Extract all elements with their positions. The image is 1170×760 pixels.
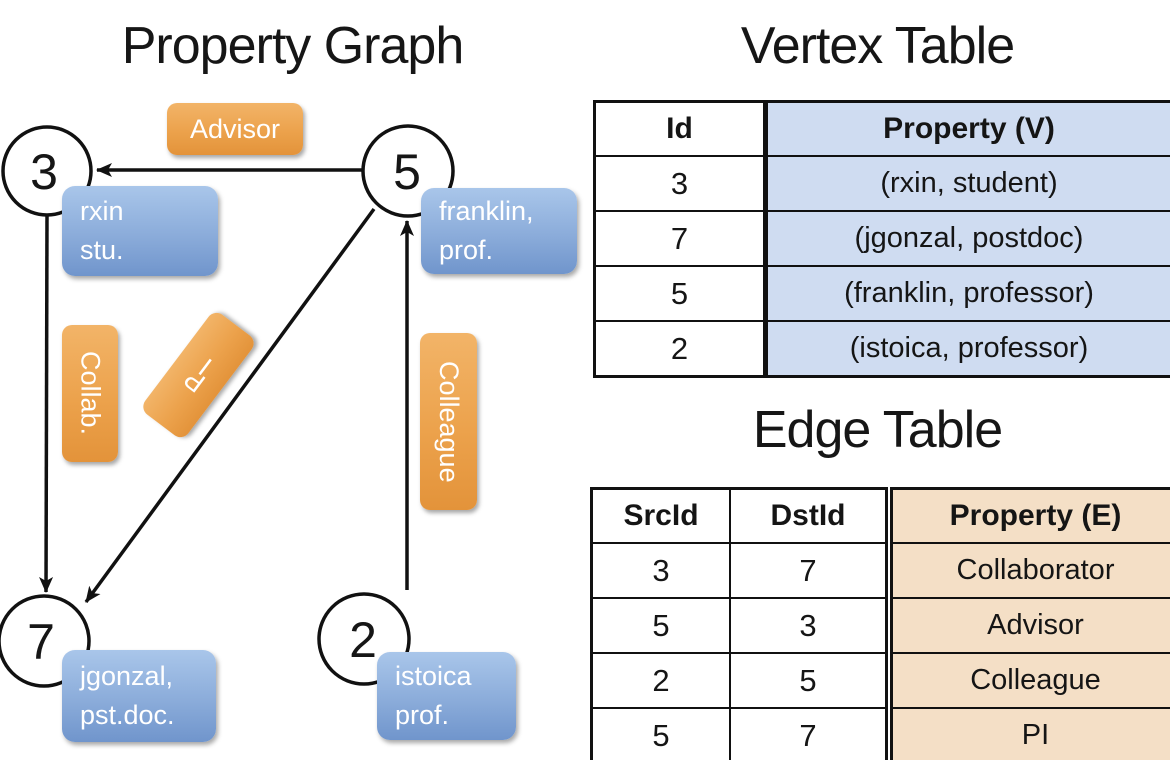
vertex-label-franklin-line2: prof. xyxy=(439,235,494,265)
edge-table-header-dstid: DstId xyxy=(729,490,885,542)
node-id-5: 5 xyxy=(393,144,421,200)
node-id-3: 3 xyxy=(30,144,58,200)
table-row: 5 7 xyxy=(593,707,885,760)
table-row: (rxin, student) xyxy=(768,155,1170,210)
table-cell: 2 xyxy=(652,662,670,698)
vertex-label-jgonzal-text: jgonzal, pst.doc. xyxy=(80,657,175,735)
table-cell: 3 xyxy=(729,599,885,652)
vertex-table-header-id: Id xyxy=(666,112,693,145)
property-graph-title: Property Graph xyxy=(121,17,465,75)
table-row: 5 3 xyxy=(593,597,885,652)
edge-table-header-srcid: SrcId xyxy=(623,499,699,532)
table-row: 2 xyxy=(596,320,763,375)
vertex-label-istoica-text: istoica prof. xyxy=(395,657,472,735)
vertex-label-istoica: istoica prof. xyxy=(377,652,516,740)
table-row: 7 xyxy=(596,210,763,265)
vertex-table-property-column: Property (V) (rxin, student) (jgonzal, p… xyxy=(765,100,1170,378)
vertex-label-jgonzal-line2: pst.doc. xyxy=(80,700,175,730)
vertex-label-franklin-text: franklin, prof. xyxy=(439,192,534,270)
table-row: 3 xyxy=(596,155,763,210)
vertex-table-id-column: Id 3 7 5 2 xyxy=(593,100,766,378)
vertex-label-rxin-line1: rxin xyxy=(80,195,124,226)
table-cell: 5 xyxy=(729,654,885,707)
table-row: 5 xyxy=(596,265,763,320)
vertex-label-rxin: rxin stu. xyxy=(62,186,218,276)
table-row: Advisor xyxy=(893,597,1170,652)
table-cell: 7 xyxy=(729,544,885,597)
node-id-7: 7 xyxy=(27,614,55,670)
table-row: (istoica, professor) xyxy=(768,320,1170,375)
table-cell: 5 xyxy=(652,717,670,753)
table-row: Collaborator xyxy=(893,542,1170,597)
table-row: Colleague xyxy=(893,652,1170,707)
vertex-label-jgonzal: jgonzal, pst.doc. xyxy=(62,650,216,742)
table-cell: 7 xyxy=(729,709,885,760)
vertex-label-rxin-line2: stu. xyxy=(80,235,124,265)
edge-label-collab-text: Collab. xyxy=(75,351,106,436)
edge-table-id-columns: SrcId DstId 3 7 5 3 2 5 5 7 xyxy=(590,487,888,760)
vertex-label-franklin: franklin, prof. xyxy=(421,188,577,274)
edge-table-header-property: Property (E) xyxy=(949,499,1122,532)
table-row: (franklin, professor) xyxy=(768,265,1170,320)
edge-label-colleague: Colleague xyxy=(420,333,477,510)
table-cell: 3 xyxy=(652,552,670,588)
edge-label-advisor: Advisor xyxy=(167,103,303,155)
vertex-label-rxin-text: rxin stu. xyxy=(80,192,124,270)
vertex-label-jgonzal-line1: jgonzal, xyxy=(80,660,174,691)
node-id-2: 2 xyxy=(349,612,377,668)
table-row: 2 5 xyxy=(593,652,885,707)
edge-table-title: Edge Table xyxy=(752,401,1003,459)
table-row: 3 7 xyxy=(593,542,885,597)
vertex-table-header-property: Property (V) xyxy=(883,112,1055,145)
edge-collab-arrow xyxy=(39,214,54,593)
edge-table-property-column: Property (E) Collaborator Advisor Collea… xyxy=(890,487,1170,760)
edge-label-collab: Collab. xyxy=(62,325,118,462)
table-row: PI xyxy=(893,707,1170,760)
vertex-label-istoica-line1: istoica xyxy=(395,660,472,691)
table-row: (jgonzal, postdoc) xyxy=(768,210,1170,265)
vertex-label-istoica-line2: prof. xyxy=(395,700,450,730)
vertex-table-title: Vertex Table xyxy=(740,17,1015,75)
edge-label-colleague-text: Colleague xyxy=(434,360,464,483)
vertex-label-franklin-line1: franklin, xyxy=(439,195,534,226)
edge-pi-arrow xyxy=(84,207,376,604)
table-cell: 5 xyxy=(652,607,670,643)
edge-table-header-row: SrcId DstId xyxy=(593,490,885,542)
